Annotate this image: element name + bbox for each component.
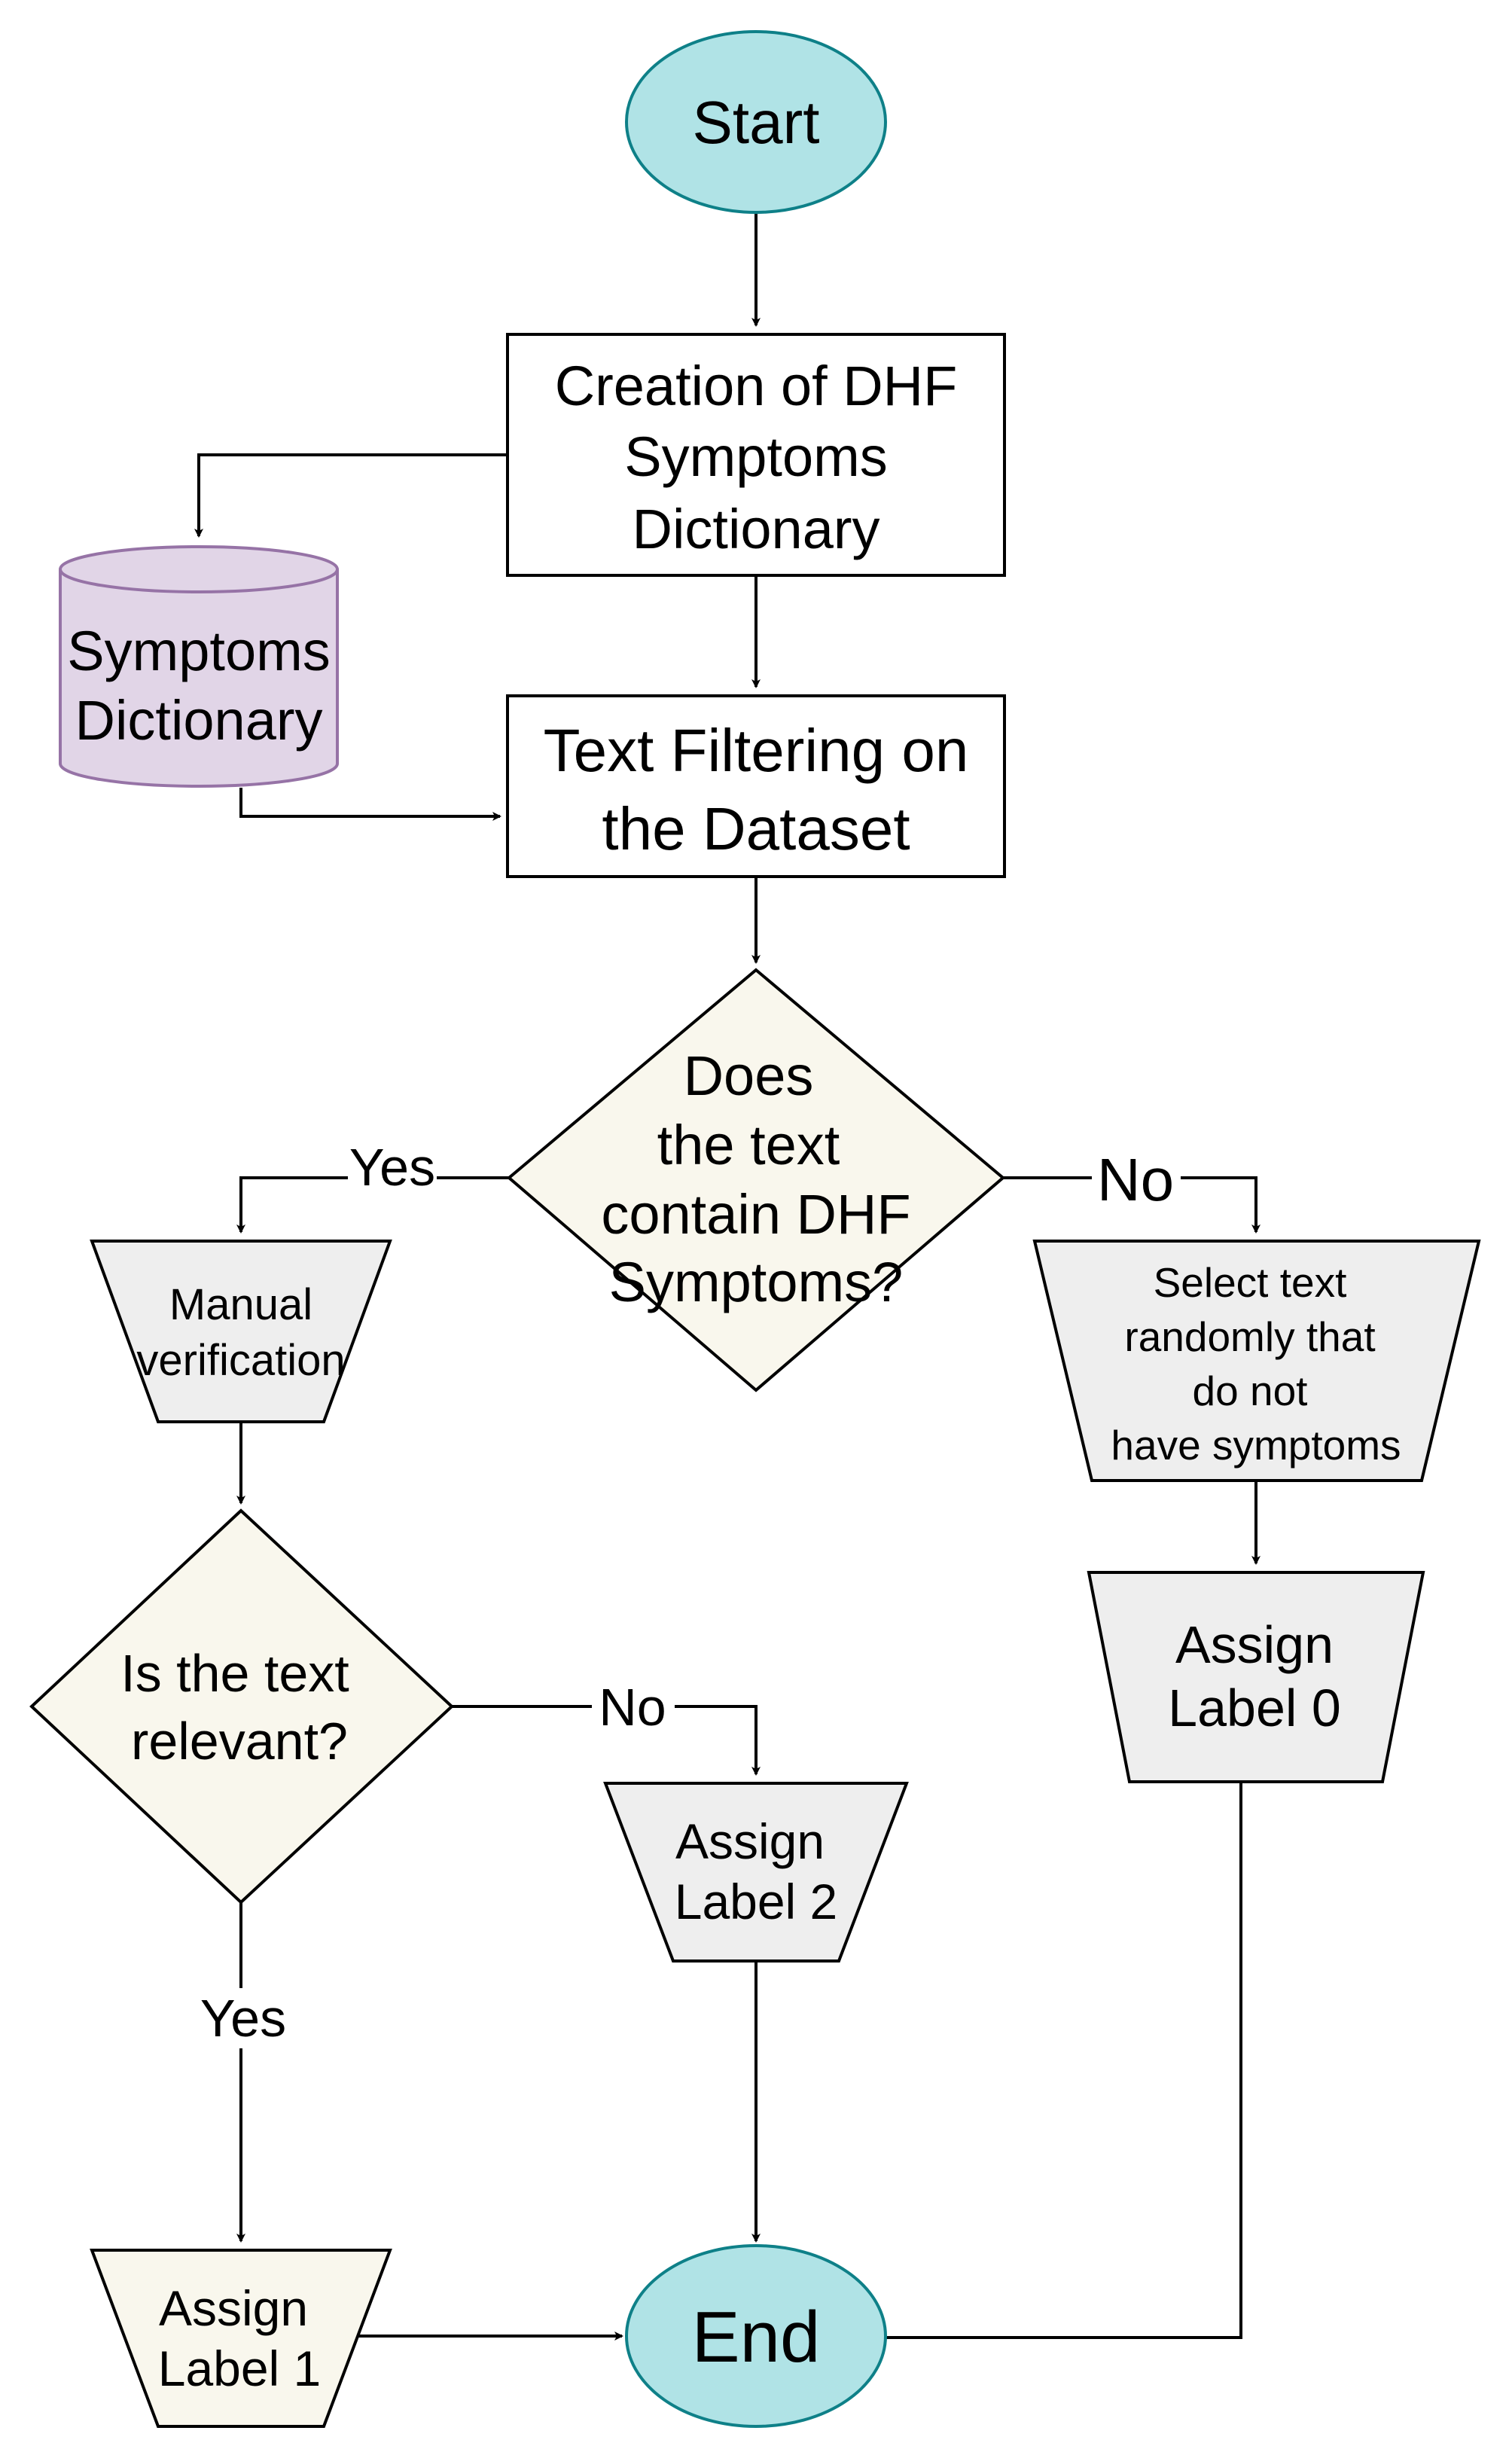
edge-decision-relevant-to-assign-label-2 — [452, 1705, 761, 1776]
creation-node: Creation of DHF Symptoms Dictionary — [506, 333, 1006, 577]
filtering-node: Text Filtering on the Dataset — [506, 694, 1006, 878]
edge-creation-to-dictionary — [194, 453, 508, 538]
select-random-line-1: Select text — [1154, 1259, 1347, 1306]
assign-label-0-node: Assign Label 0 — [1087, 1571, 1425, 1783]
filtering-label-line-1: Text Filtering on — [544, 717, 969, 784]
decision-symptoms-line-3: contain DHF — [601, 1183, 910, 1246]
decision-symptoms-node: Does the text contain DHF Symptoms? — [506, 968, 1006, 1392]
edge-labels: Yes No No Yes — [194, 1138, 1181, 2048]
end-label: End — [692, 2297, 821, 2377]
assign-label-0-line-2: Label 0 — [1168, 1679, 1341, 1737]
decision-symptoms-line-4: Symptoms? — [609, 1251, 904, 1313]
decision-relevant-node: Is the text relevant? — [29, 1508, 454, 1905]
decision-relevant-line-1: Is the text — [120, 1644, 349, 1703]
assign-label-2-node: Assign Label 2 — [603, 1782, 909, 1963]
creation-label-line-1: Creation of DHF — [555, 355, 958, 417]
assign-label-2-line-1: Assign — [675, 1813, 825, 1869]
decision-symptoms-line-1: Does — [684, 1045, 814, 1107]
dictionary-label-line-1: Symptoms — [67, 620, 331, 682]
edge-assign-label-0-to-end — [886, 1782, 1242, 2339]
select-random-line-3: do not — [1193, 1368, 1308, 1414]
filtering-label-line-2: the Dataset — [602, 795, 910, 862]
start-node: Start — [625, 30, 887, 214]
assign-label-1-node: Assign Label 1 — [90, 2249, 392, 2428]
end-node: End — [625, 2244, 887, 2428]
assign-label-1-line-1: Assign — [159, 2280, 308, 2336]
select-random-line-4: have symptoms — [1111, 1422, 1401, 1468]
assign-label-1-line-2: Label 1 — [158, 2341, 322, 2396]
select-random-node: Select text randomly that do not have sy… — [1032, 1240, 1481, 1482]
creation-label-line-3: Dictionary — [633, 498, 880, 560]
dictionary-label-line-2: Dictionary — [75, 689, 323, 752]
decision-symptoms-line-2: the text — [657, 1114, 840, 1176]
manual-verification-node: Manual verification — [90, 1240, 392, 1423]
edge-label-no-symptoms: No — [1097, 1146, 1174, 1213]
dictionary-node: Symptoms Dictionary — [59, 545, 339, 788]
decision-relevant-line-2: relevant? — [131, 1712, 348, 1770]
assign-label-0-line-1: Assign — [1175, 1615, 1334, 1674]
edge-label-no-relevant: No — [599, 1678, 666, 1737]
creation-label-line-2: Symptoms — [624, 425, 888, 488]
edge-label-yes-symptoms: Yes — [349, 1138, 435, 1197]
edge-decision-symptoms-to-select-random — [1003, 1176, 1261, 1234]
edge-dictionary-to-filtering — [239, 788, 501, 821]
start-label: Start — [693, 89, 820, 156]
edge-label-yes-relevant: Yes — [200, 1989, 286, 2048]
manual-verification-line-1: Manual — [169, 1280, 312, 1329]
assign-label-2-line-2: Label 2 — [675, 1874, 838, 1929]
manual-verification-line-2: verification — [136, 1336, 345, 1385]
select-random-line-2: randomly that — [1124, 1313, 1375, 1360]
